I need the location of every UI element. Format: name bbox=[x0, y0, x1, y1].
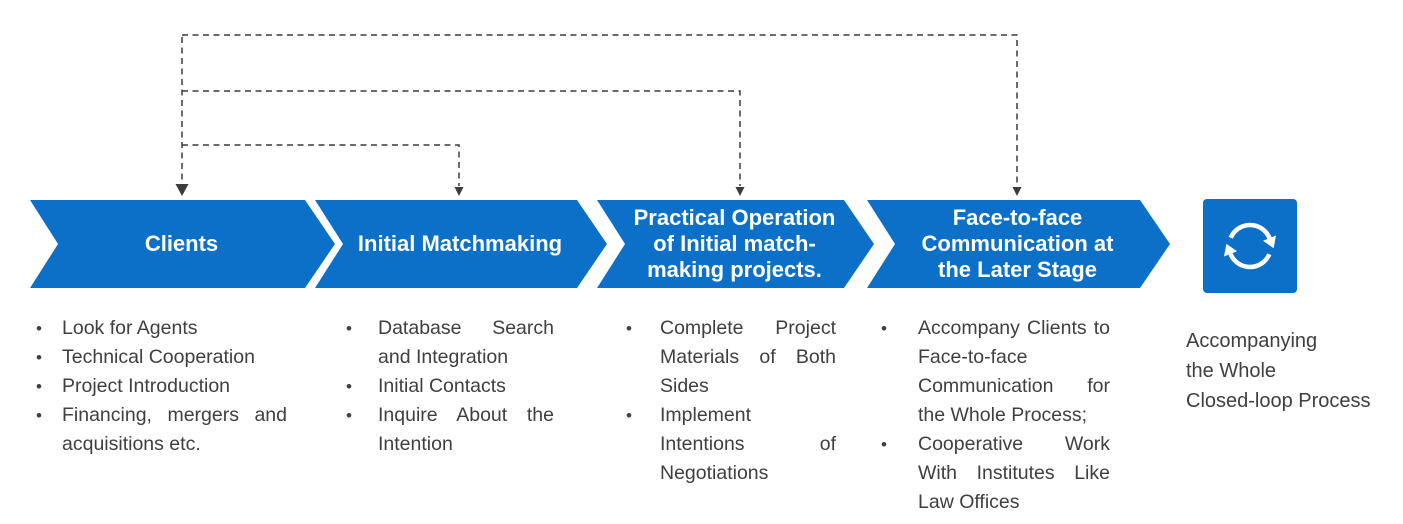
bullet-marker: • bbox=[346, 319, 352, 338]
closed-loop-caption: Accompanying the Whole Closed-loop Proce… bbox=[1186, 330, 1371, 412]
stage-clients-details: •Look for Agents •Technical Cooperation … bbox=[36, 314, 287, 459]
stage-practical-operation-details: • Complete Project Materials of Both Side… bbox=[626, 314, 836, 488]
bullet-marker: • bbox=[36, 377, 42, 396]
bullet-marker: • bbox=[36, 319, 42, 338]
chevron-arrow-shape bbox=[867, 200, 1170, 288]
feedback-line-to-stage4 bbox=[182, 34, 1018, 186]
list-item-text: Financing, mergers and acquisitions etc. bbox=[62, 404, 287, 455]
stage-title: Face-to-face Communication at the Later … bbox=[921, 205, 1114, 282]
feedback-connectors bbox=[175, 34, 1022, 196]
list-item-text: Initial Contacts bbox=[378, 375, 506, 397]
list-item-text: Cooperative Work With Institutes Like La… bbox=[918, 433, 1110, 513]
list-item-text: Accompany Clients to Face-to-face Commun… bbox=[918, 317, 1110, 426]
stage-title: Practical Operation of Initial match- ma… bbox=[633, 205, 836, 282]
bullet-marker: • bbox=[36, 348, 42, 367]
chevron-arrow-shape bbox=[597, 200, 874, 288]
stage-practical-operation: Practical Operation of Initial match- ma… bbox=[597, 200, 874, 288]
list-item-text: Complete Project Materials of Both Sides bbox=[660, 317, 836, 397]
list-item-text: Database Search and Integration bbox=[378, 317, 554, 368]
stage-initial-matchmaking: Initial Matchmaking bbox=[315, 200, 607, 288]
list-item: • Database Search and Integration bbox=[346, 314, 554, 372]
bullet-marker: • bbox=[346, 377, 352, 396]
bullet-marker: • bbox=[881, 435, 887, 454]
list-item: • Complete Project Materials of Both Side… bbox=[626, 314, 836, 401]
chevron-arrow-shape bbox=[30, 200, 335, 288]
stage-face-to-face: Face-to-face Communication at the Later … bbox=[867, 200, 1170, 288]
arrowhead-down-icon bbox=[735, 187, 745, 196]
list-item: • Technical Cooperation bbox=[36, 343, 287, 372]
list-item-text: Look for Agents bbox=[62, 317, 198, 339]
list-item: • Initial Contacts bbox=[346, 372, 554, 401]
arrowhead-down-icon bbox=[1012, 187, 1022, 196]
stage-title: Clients bbox=[144, 231, 219, 256]
bullet-marker: • bbox=[881, 319, 887, 338]
bullet-marker: • bbox=[36, 406, 42, 425]
list-item: • Cooperative Work With Institutes Like L… bbox=[881, 430, 1110, 517]
list-item: • Implement Intentions of Negotiations bbox=[626, 401, 836, 488]
bullet-list: • Complete Project Materials of Both Side… bbox=[626, 314, 836, 488]
sync-loop-icon bbox=[1224, 222, 1276, 270]
list-item-text: Project Introduction bbox=[62, 375, 231, 397]
list-item: • Inquire About the Intention bbox=[346, 401, 554, 459]
bullet-list: •Look for Agents •Technical Cooperation … bbox=[36, 314, 287, 459]
list-item: • Project Introduction bbox=[36, 372, 287, 401]
list-item-text: Inquire About the Intention bbox=[378, 404, 554, 455]
list-item-text: Implement Intentions of Negotiations bbox=[660, 404, 836, 484]
bullet-marker: • bbox=[346, 406, 352, 425]
bullet-marker: • bbox=[626, 406, 632, 425]
bullet-marker: • bbox=[626, 319, 632, 338]
arrowhead-down-icon bbox=[454, 187, 464, 196]
list-item-text: Technical Cooperation bbox=[62, 346, 255, 368]
bullet-list: • Database Search and Integration • Initia… bbox=[346, 314, 554, 459]
list-item: • Financing, mergers and acquisitions etc… bbox=[36, 401, 287, 459]
stage-clients: Clients bbox=[30, 200, 335, 288]
arrowhead-down-icon bbox=[175, 184, 189, 196]
list-item: • Accompany Clients to Face-to-face Commu… bbox=[881, 314, 1110, 430]
chevron-arrow-shape bbox=[315, 200, 607, 288]
closed-loop-tile bbox=[1203, 199, 1297, 293]
feedback-line-to-stage2 bbox=[182, 144, 460, 186]
list-item: • Look for Agents bbox=[36, 314, 287, 343]
feedback-line-to-stage3 bbox=[182, 90, 741, 186]
stage-title: Initial Matchmaking bbox=[357, 231, 563, 256]
bullet-list: • Accompany Clients to Face-to-face Commu… bbox=[881, 314, 1110, 517]
stage-initial-matchmaking-details: • Database Search and Integration • Initia… bbox=[346, 314, 554, 459]
stage-face-to-face-details: • Accompany Clients to Face-to-face Commu… bbox=[881, 314, 1110, 517]
